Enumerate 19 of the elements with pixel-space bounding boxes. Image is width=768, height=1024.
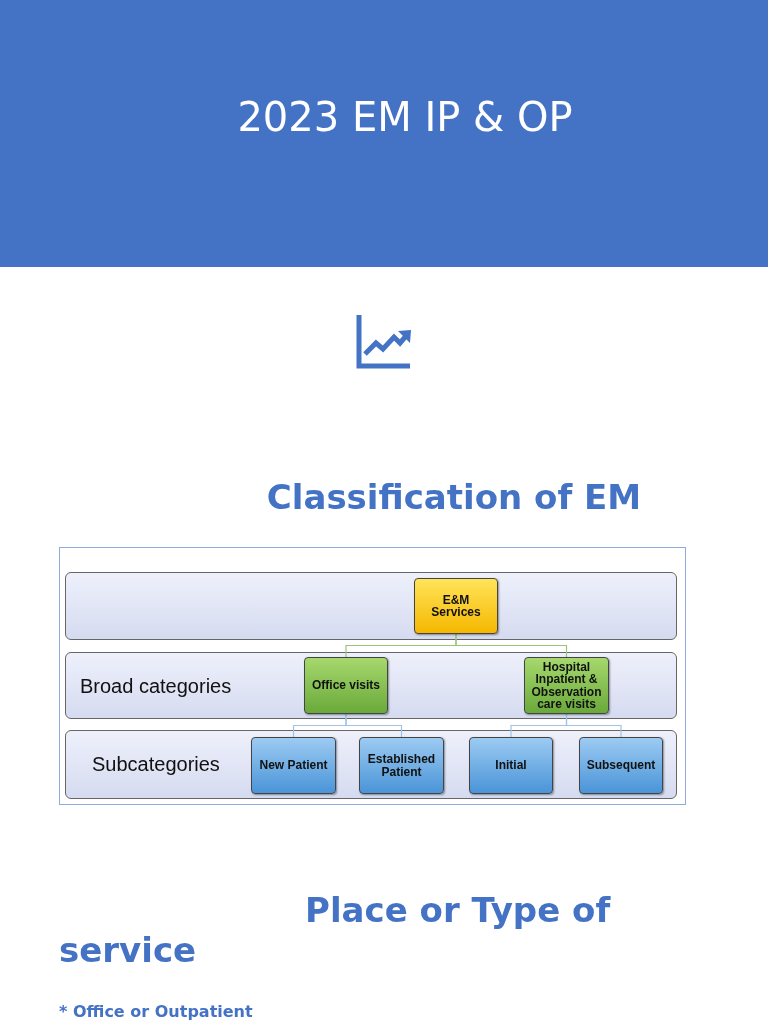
connector-line bbox=[345, 713, 403, 738]
category-box: New Patient bbox=[251, 737, 336, 794]
title: 2023 EM IP & OP bbox=[236, 93, 574, 142]
section-heading: Place or Type of service bbox=[59, 890, 612, 970]
category-band bbox=[65, 572, 677, 640]
category-box: E&M Services bbox=[414, 578, 498, 634]
category-band bbox=[65, 652, 677, 719]
category-band bbox=[65, 730, 677, 799]
category-box: Office visits bbox=[304, 657, 388, 714]
connector-line bbox=[455, 633, 568, 658]
connector-line bbox=[565, 713, 622, 738]
band-label: Broad categories bbox=[80, 675, 232, 698]
band-label: Subcategories bbox=[92, 753, 220, 776]
category-box: Initial bbox=[469, 737, 553, 794]
category-box: Hospital Inpatient & Observation care visits bbox=[524, 657, 609, 714]
list-item: * Office or Outpatient bbox=[59, 1002, 254, 1022]
section-heading: Classification of EM bbox=[265, 477, 643, 517]
category-box: Subsequent bbox=[579, 737, 663, 794]
category-box: Established Patient bbox=[359, 737, 444, 794]
